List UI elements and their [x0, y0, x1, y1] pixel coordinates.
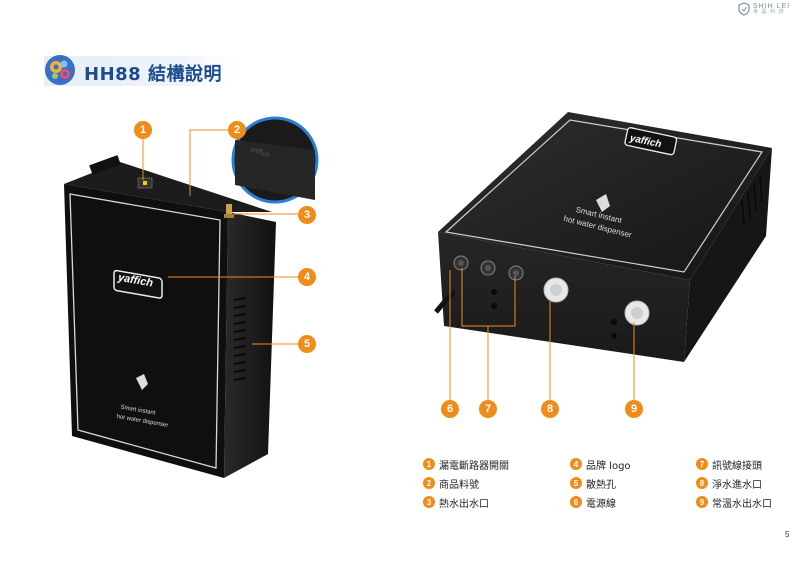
left-device: yaffich Smart instant hot water dispense… — [64, 155, 276, 478]
shield-icon — [738, 2, 750, 16]
gears-icon — [45, 55, 75, 85]
legend-label-5: 散熱孔 — [586, 480, 616, 491]
logo-name: SHIH LEI — [753, 3, 791, 10]
callout-badge-9: 9 — [625, 400, 643, 418]
legend-label-7: 訊號線接頭 — [712, 461, 762, 472]
zoom-detail: yaffich — [231, 116, 319, 204]
callout-badge-2: 2 — [228, 121, 246, 139]
callout-lines — [142, 129, 635, 400]
callout-badge-7: 7 — [479, 400, 497, 418]
page-title: HH88 結構說明 — [84, 64, 222, 85]
legend-badge-3: 3 — [423, 496, 435, 508]
legend-badge-4: 4 — [570, 458, 582, 470]
callout-badge-8: 8 — [541, 400, 559, 418]
page-number: 5 — [785, 530, 790, 539]
legend-badge-6: 6 — [570, 496, 582, 508]
brand-logo: SHIH LEI 世 磊 科 技 — [738, 1, 798, 17]
callout-badge-4: 4 — [298, 268, 316, 286]
legend-badge-7: 7 — [696, 458, 708, 470]
legend-label-8: 淨水進水口 — [712, 480, 762, 491]
legend-label-4: 品牌 logo — [586, 461, 631, 472]
legend-badge-9: 9 — [696, 496, 708, 508]
callout-badge-1: 1 — [134, 121, 152, 139]
legend-label-9: 常溫水出水口 — [712, 499, 772, 510]
callout-badge-6: 6 — [441, 400, 459, 418]
legend-label-6: 電源線 — [586, 499, 616, 510]
legend-badge-2: 2 — [423, 477, 435, 489]
logo-subtitle: 世 磊 科 技 — [753, 9, 785, 15]
legend-label-3: 熱水出水口 — [439, 499, 489, 510]
title-background — [44, 56, 232, 86]
right-device: yaffich Smart instant hot water dispense… — [434, 112, 772, 362]
legend-label-1: 漏電斷路器開關 — [439, 461, 509, 472]
callout-badge-5: 5 — [298, 335, 316, 353]
legend-label-2: 商品料號 — [439, 480, 479, 491]
legend-badge-5: 5 — [570, 477, 582, 489]
legend-badge-8: 8 — [696, 477, 708, 489]
legend-badge-1: 1 — [423, 458, 435, 470]
callout-badge-3: 3 — [298, 206, 316, 224]
